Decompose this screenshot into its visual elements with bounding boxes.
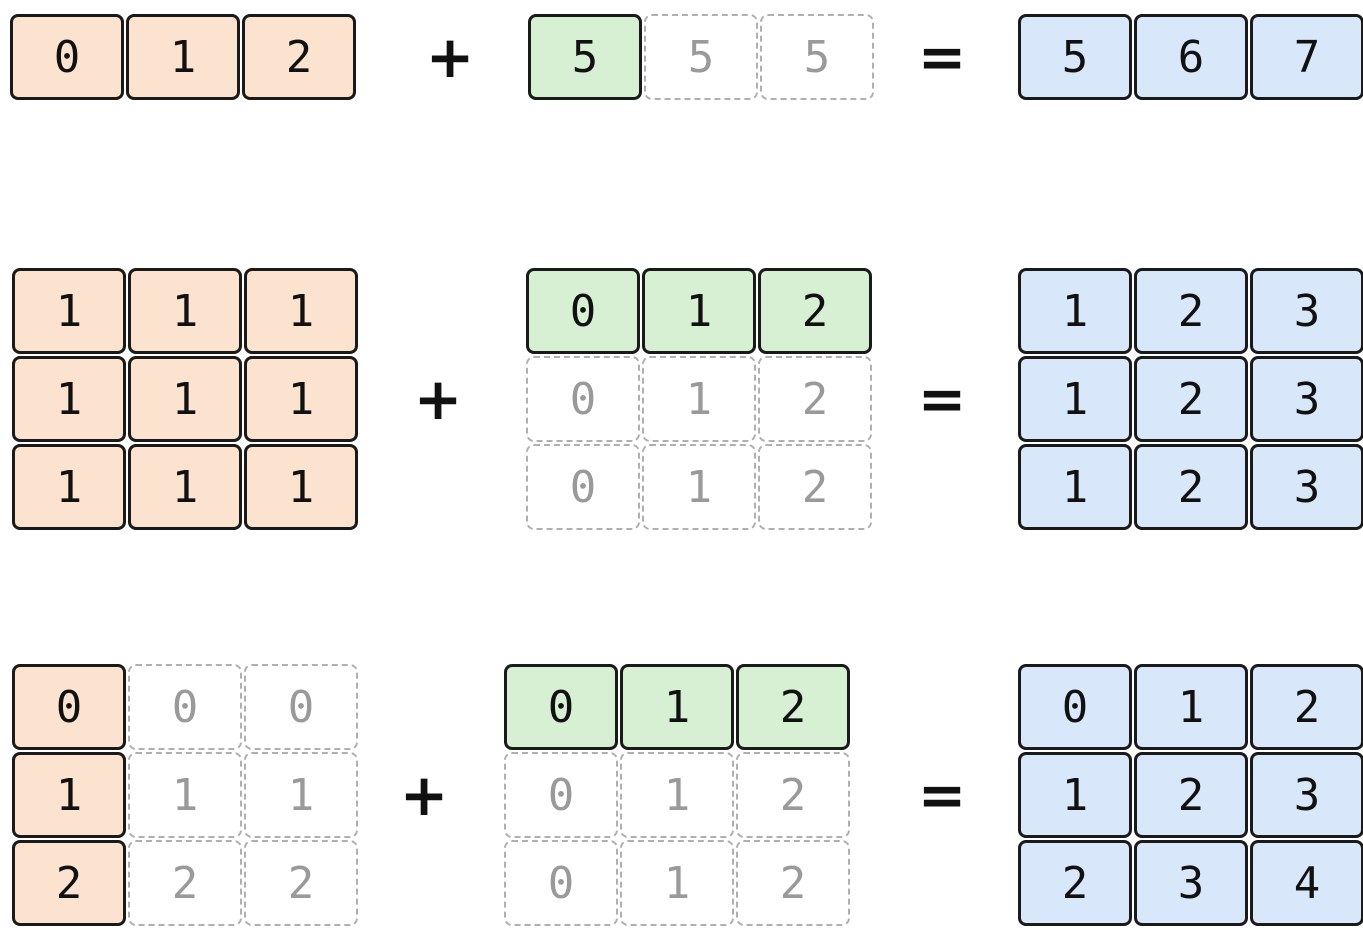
row-2-equals-sign: = — [917, 365, 967, 433]
value-cell: 1 — [128, 444, 242, 530]
broadcast-cell: 2 — [758, 444, 872, 530]
value-cell: 1 — [620, 664, 734, 750]
value-cell: 2 — [242, 14, 356, 100]
value-cell: 0 — [1018, 664, 1132, 750]
value-cell: 2 — [12, 840, 126, 926]
value-cell: 3 — [1250, 268, 1363, 354]
value-cell: 2 — [1018, 840, 1132, 926]
broadcast-cell: 2 — [758, 356, 872, 442]
value-cell: 2 — [758, 268, 872, 354]
value-cell: 0 — [10, 14, 124, 100]
value-cell: 3 — [1250, 356, 1363, 442]
broadcast-cell: 0 — [244, 664, 358, 750]
value-cell: 1 — [1018, 356, 1132, 442]
broadcast-cell: 5 — [760, 14, 874, 100]
value-cell: 1 — [244, 444, 358, 530]
value-cell: 5 — [528, 14, 642, 100]
value-cell: 1 — [12, 268, 126, 354]
broadcast-cell: 1 — [642, 356, 756, 442]
broadcast-cell: 0 — [504, 752, 618, 838]
row-1-plus-sign: + — [425, 23, 475, 91]
row-2-plus-sign: + — [413, 365, 463, 433]
value-cell: 2 — [736, 664, 850, 750]
broadcast-cell: 5 — [644, 14, 758, 100]
value-cell: 5 — [1018, 14, 1132, 100]
value-cell: 4 — [1250, 840, 1363, 926]
value-cell: 1 — [1018, 752, 1132, 838]
value-cell: 1 — [244, 356, 358, 442]
value-cell: 2 — [1134, 752, 1248, 838]
broadcast-cell: 0 — [526, 444, 640, 530]
value-cell: 3 — [1250, 752, 1363, 838]
broadcast-cell: 2 — [736, 840, 850, 926]
broadcast-cell: 1 — [244, 752, 358, 838]
row-3-equals-sign: = — [917, 761, 967, 829]
broadcast-cell: 0 — [504, 840, 618, 926]
value-cell: 2 — [1134, 268, 1248, 354]
value-cell: 1 — [1018, 444, 1132, 530]
value-cell: 1 — [12, 752, 126, 838]
broadcast-cell: 1 — [620, 752, 734, 838]
row-3-plus-sign: + — [399, 761, 449, 829]
value-cell: 3 — [1250, 444, 1363, 530]
broadcast-cell: 2 — [736, 752, 850, 838]
broadcast-cell: 2 — [128, 840, 242, 926]
value-cell: 0 — [526, 268, 640, 354]
value-cell: 1 — [1134, 664, 1248, 750]
broadcast-cell: 1 — [642, 444, 756, 530]
broadcast-cell: 1 — [620, 840, 734, 926]
value-cell: 0 — [12, 664, 126, 750]
value-cell: 2 — [1134, 356, 1248, 442]
value-cell: 1 — [126, 14, 240, 100]
value-cell: 0 — [504, 664, 618, 750]
broadcast-cell: 0 — [526, 356, 640, 442]
broadcast-cell: 2 — [244, 840, 358, 926]
broadcast-cell: 0 — [128, 664, 242, 750]
value-cell: 1 — [12, 444, 126, 530]
value-cell: 1 — [128, 356, 242, 442]
row-1-equals-sign: = — [917, 23, 967, 91]
value-cell: 1 — [12, 356, 126, 442]
value-cell: 2 — [1134, 444, 1248, 530]
value-cell: 7 — [1250, 14, 1363, 100]
value-cell: 3 — [1134, 840, 1248, 926]
broadcast-cell: 1 — [128, 752, 242, 838]
value-cell: 2 — [1250, 664, 1363, 750]
value-cell: 6 — [1134, 14, 1248, 100]
value-cell: 1 — [244, 268, 358, 354]
value-cell: 1 — [1018, 268, 1132, 354]
value-cell: 1 — [642, 268, 756, 354]
value-cell: 1 — [128, 268, 242, 354]
